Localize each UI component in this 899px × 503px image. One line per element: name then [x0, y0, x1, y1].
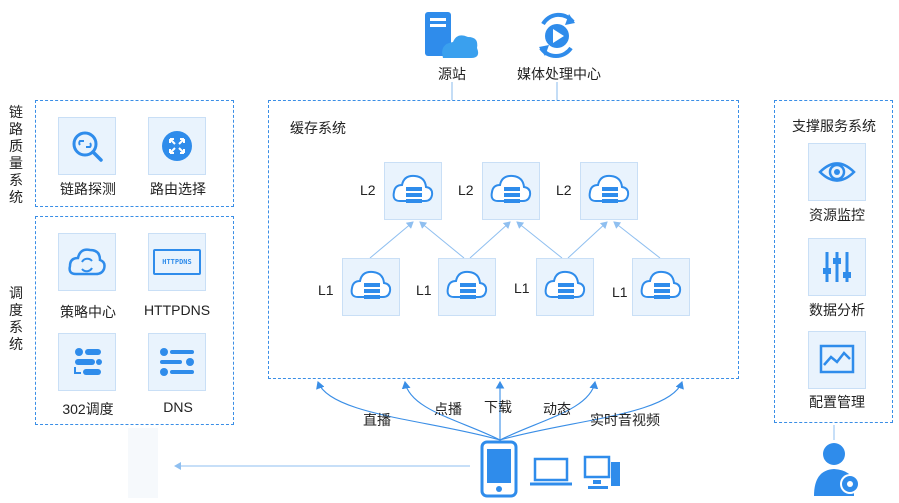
cloud-server-icon: [392, 174, 434, 203]
route-select-icon: [162, 131, 192, 161]
policy-center-label: 策略中心: [60, 304, 116, 320]
link-quality-title: 链路质量系统: [9, 104, 23, 205]
l2-node-1[interactable]: [384, 162, 442, 220]
eye-icon: [818, 162, 856, 182]
cache-system: [268, 100, 739, 379]
source-station-icon: [421, 10, 481, 64]
l1-l2-links: [369, 221, 661, 259]
l2-label-2: L2: [458, 182, 474, 198]
l1-node-4[interactable]: [632, 258, 690, 316]
dns-icon: [160, 348, 194, 376]
schedule-system: [35, 216, 234, 425]
cloud-server-icon: [640, 270, 682, 299]
faded-connector: [128, 428, 158, 498]
media-processing-label: 媒体处理中心: [517, 66, 601, 82]
l1-node-2[interactable]: [438, 258, 496, 316]
resource-monitor-label: 资源监控: [809, 207, 865, 223]
resource-monitor-tile[interactable]: [808, 143, 866, 201]
httpdns-icon: HTTPDNS: [153, 249, 201, 275]
redirect-302-label: 302调度: [62, 401, 114, 417]
request-download: 下载: [484, 399, 512, 415]
redirect-302-tile[interactable]: [58, 333, 116, 391]
desktop-icon: [582, 454, 622, 492]
support-service-system: [774, 100, 893, 423]
l1-node-3[interactable]: [536, 258, 594, 316]
data-analysis-tile[interactable]: [808, 238, 866, 296]
link-quality-system: [35, 100, 234, 207]
data-analysis-label: 数据分析: [809, 302, 865, 318]
httpdns-label: HTTPDNS: [143, 302, 211, 318]
request-arrows: [316, 380, 684, 441]
request-vod: 点播: [434, 401, 462, 417]
cloud-server-icon: [350, 270, 392, 299]
request-dynamic: 动态: [543, 401, 571, 417]
link-probe-label: 链路探测: [60, 181, 116, 197]
link-probe-tile[interactable]: [58, 117, 116, 175]
l2-node-3[interactable]: [580, 162, 638, 220]
policy-center-tile[interactable]: [58, 233, 116, 291]
policy-center-icon: [68, 248, 106, 276]
l2-label-3: L2: [556, 182, 572, 198]
sliders-icon: [823, 252, 851, 282]
cloud-server-icon: [588, 174, 630, 203]
user-settings-icon: [812, 440, 864, 496]
source-label: 源站: [438, 66, 466, 82]
laptop-icon: [528, 456, 574, 488]
media-processing-icon: [533, 10, 581, 60]
httpdns-tile[interactable]: HTTPDNS: [148, 233, 206, 291]
cache-title: 缓存系统: [290, 120, 346, 136]
phone-icon: [480, 440, 518, 498]
l1-label-4: L1: [612, 284, 628, 300]
l1-label-3: L1: [514, 280, 530, 296]
cloud-server-icon: [490, 174, 532, 203]
support-title: 支撑服务系统: [792, 118, 876, 134]
schedule-title: 调度系统: [9, 285, 23, 352]
request-live: 直播: [363, 412, 391, 428]
config-management-tile[interactable]: [808, 331, 866, 389]
config-management-label: 配置管理: [809, 394, 865, 410]
chart-monitor-icon: [819, 344, 855, 374]
route-select-tile[interactable]: [148, 117, 206, 175]
cloud-server-icon: [446, 270, 488, 299]
l2-node-2[interactable]: [482, 162, 540, 220]
dns-label: DNS: [163, 399, 193, 415]
l2-label-1: L2: [360, 182, 376, 198]
route-select-label: 路由选择: [150, 181, 206, 197]
dns-tile[interactable]: [148, 333, 206, 391]
redirect-302-icon: [74, 348, 102, 375]
httpdns-icon-text: HTTPDNS: [162, 258, 192, 266]
request-rtc: 实时音视频: [590, 412, 660, 428]
cloud-server-icon: [544, 270, 586, 299]
l1-label-1: L1: [318, 282, 334, 298]
l1-label-2: L1: [416, 282, 432, 298]
link-probe-icon: [72, 131, 103, 162]
l1-node-1[interactable]: [342, 258, 400, 316]
